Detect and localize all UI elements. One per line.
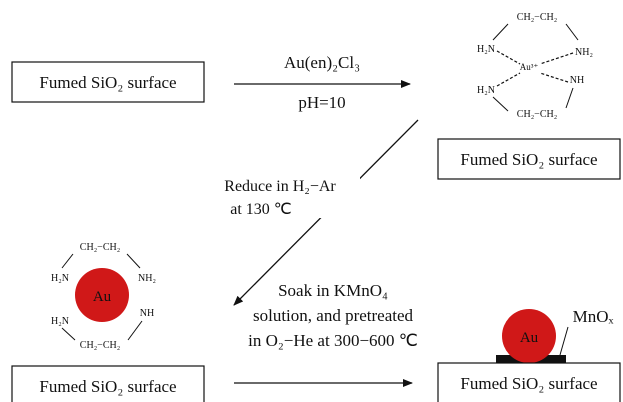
step2-line1: Reduce in H₂−Ar (224, 178, 336, 195)
complex-nh2-upper-left: H₂N (477, 44, 495, 55)
substrate-label: Fumed SiO₂ surface (460, 374, 597, 393)
substrate-label: Fumed SiO₂ surface (460, 150, 597, 169)
mnox-label: MnOₓ (573, 307, 614, 326)
substrate-box-start: Fumed SiO₂ surface (11, 61, 205, 103)
particle-nh2-upper-right: NH₂ (138, 273, 156, 284)
particle-top-bridge: CH₂−CH₂ (80, 242, 120, 253)
mnox-pointer (559, 326, 569, 356)
step3-arrow-group: Soak in KMnO₄ solution, and pretreated i… (234, 281, 418, 387)
substrate-box-final: Fumed SiO₂ surface (437, 362, 621, 402)
au-particle-label: Au (93, 289, 112, 305)
au-particle-final-label: Au (520, 330, 539, 346)
complex-bottom-bridge: CH₂−CH₂ (517, 109, 557, 120)
au-particle-with-ligands: CH₂−CH₂ H₂N NH₂ Au H₂N NH CH₂−CH₂ (51, 242, 156, 351)
particle-bottom-bridge: CH₂−CH₂ (80, 340, 120, 351)
step1-arrow-group: Au(en)₂Cl₃ pH=10 (234, 53, 411, 112)
step3-line2: solution, and pretreated (253, 306, 414, 325)
substrate-box-reduced: Fumed SiO₂ surface (11, 365, 205, 402)
substrate-label: Fumed SiO₂ surface (39, 377, 176, 396)
au-en-complex: CH₂−CH₂ H₂N NH₂ Au³⁺ H₂N NH CH₂−CH₂ (477, 12, 593, 120)
au-particle (75, 268, 129, 322)
complex-nh2-lower-left: H₂N (477, 85, 495, 96)
step3-line3: in O₂−He at 300−600 ℃ (248, 331, 418, 350)
step3-line1: Soak in KMnO₄ (278, 281, 388, 300)
complex-nh2-upper-right: NH₂ (575, 47, 593, 58)
substrate-box-complex: Fumed SiO₂ surface (437, 138, 621, 180)
step1-condition: pH=10 (298, 93, 345, 112)
particle-nh2-lower-left: H₂N (51, 316, 69, 327)
complex-center-au: Au³⁺ (520, 62, 539, 72)
step1-reagent: Au(en)₂Cl₃ (284, 53, 360, 72)
step2-line2: at 130 ℃ (230, 201, 292, 218)
substrate-label: Fumed SiO₂ surface (39, 73, 176, 92)
au-on-mnox: Au MnOₓ (496, 307, 613, 363)
au-particle-final (502, 309, 556, 363)
complex-nh-lower-right: NH (570, 75, 584, 86)
particle-nh2-upper-left: H₂N (51, 273, 69, 284)
step2-arrow-group: Reduce in H₂−Ar at 130 ℃ (200, 119, 419, 306)
complex-top-bridge: CH₂−CH₂ (517, 12, 557, 23)
particle-nh-lower-right: NH (140, 308, 154, 319)
